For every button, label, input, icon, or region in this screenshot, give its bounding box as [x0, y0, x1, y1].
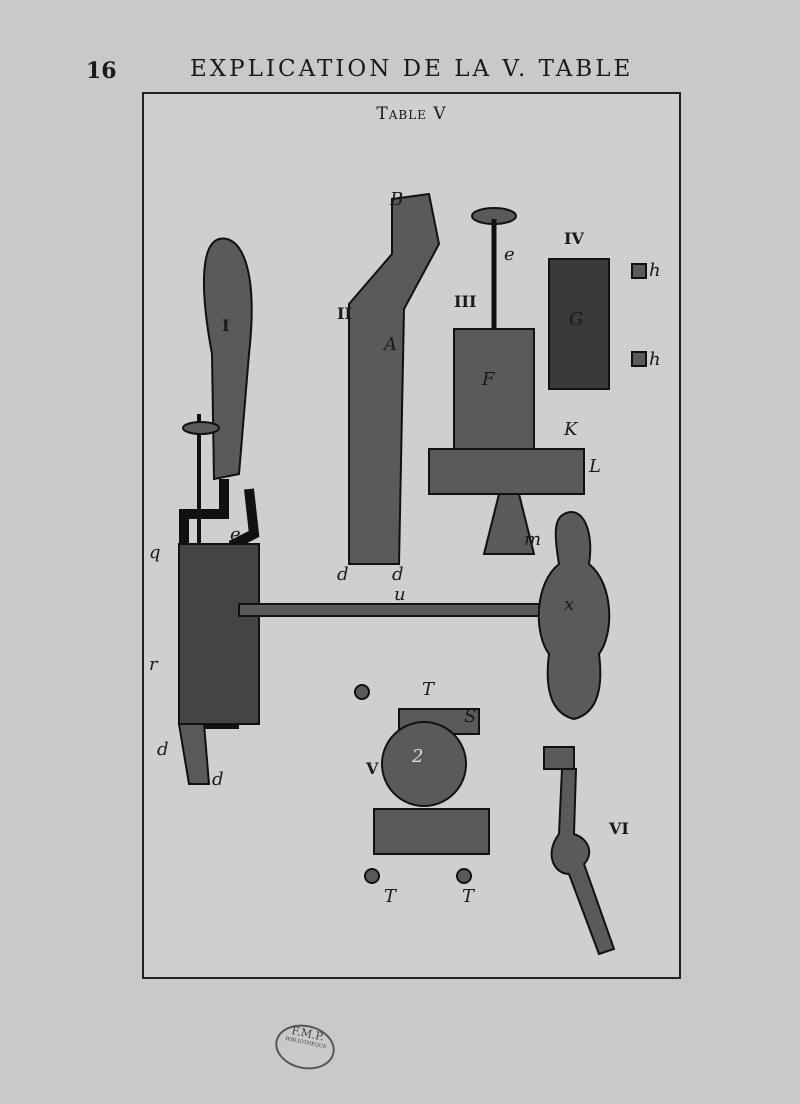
letter-label: e	[230, 524, 241, 545]
letter-label: e	[504, 244, 515, 265]
fig5-wheel	[381, 721, 467, 807]
letter-label: m	[524, 529, 542, 550]
fig-label: II	[337, 304, 352, 323]
axis-u	[238, 603, 550, 617]
fig4-plate	[548, 258, 610, 390]
page-number: 16	[86, 58, 117, 84]
fig6-crank	[550, 768, 616, 956]
fig-label: VI	[609, 819, 629, 838]
letter-label: d	[157, 739, 169, 760]
letter-label: u	[394, 584, 406, 605]
letter-label: x	[564, 594, 575, 615]
letter-label: F	[482, 369, 495, 390]
letter-label: G	[569, 309, 584, 330]
fig-label: III	[454, 292, 477, 311]
letter-label: L	[589, 456, 601, 477]
letter-label: A	[384, 334, 397, 355]
fig-label: I	[222, 316, 230, 335]
letter-label: B	[390, 189, 404, 210]
letter-label: h	[649, 349, 661, 370]
letter-label: d	[337, 564, 349, 585]
letter-label: T	[422, 679, 435, 700]
letter-label: 2	[412, 746, 424, 767]
fig1-bit	[177, 723, 211, 785]
letter-label: T	[462, 886, 475, 907]
letter-label: d	[392, 564, 404, 585]
library-stamp: F.M.P. BIBLIOTHÈQUE	[271, 1019, 339, 1075]
fig2-blade	[348, 192, 441, 565]
fig-x-handle	[537, 511, 611, 721]
letter-label: K	[564, 419, 578, 440]
fig1-handle	[202, 237, 253, 481]
fig3-body	[453, 328, 535, 460]
engraved-plate: Table V	[142, 92, 681, 979]
letter-label: q	[149, 542, 161, 563]
letter-label: S	[464, 706, 477, 727]
fig1-chuck	[178, 543, 260, 725]
fig-label: V	[366, 759, 379, 778]
letter-label: d	[212, 769, 224, 790]
letter-label: h	[649, 260, 661, 281]
engraving-illustration	[177, 192, 647, 956]
fig-label: IV	[564, 229, 584, 248]
letter-label: T	[384, 886, 397, 907]
plate-title: Table V	[376, 104, 447, 124]
letter-label: r	[149, 654, 158, 675]
running-title: EXPLICATION DE LA V. TABLE	[190, 56, 634, 82]
